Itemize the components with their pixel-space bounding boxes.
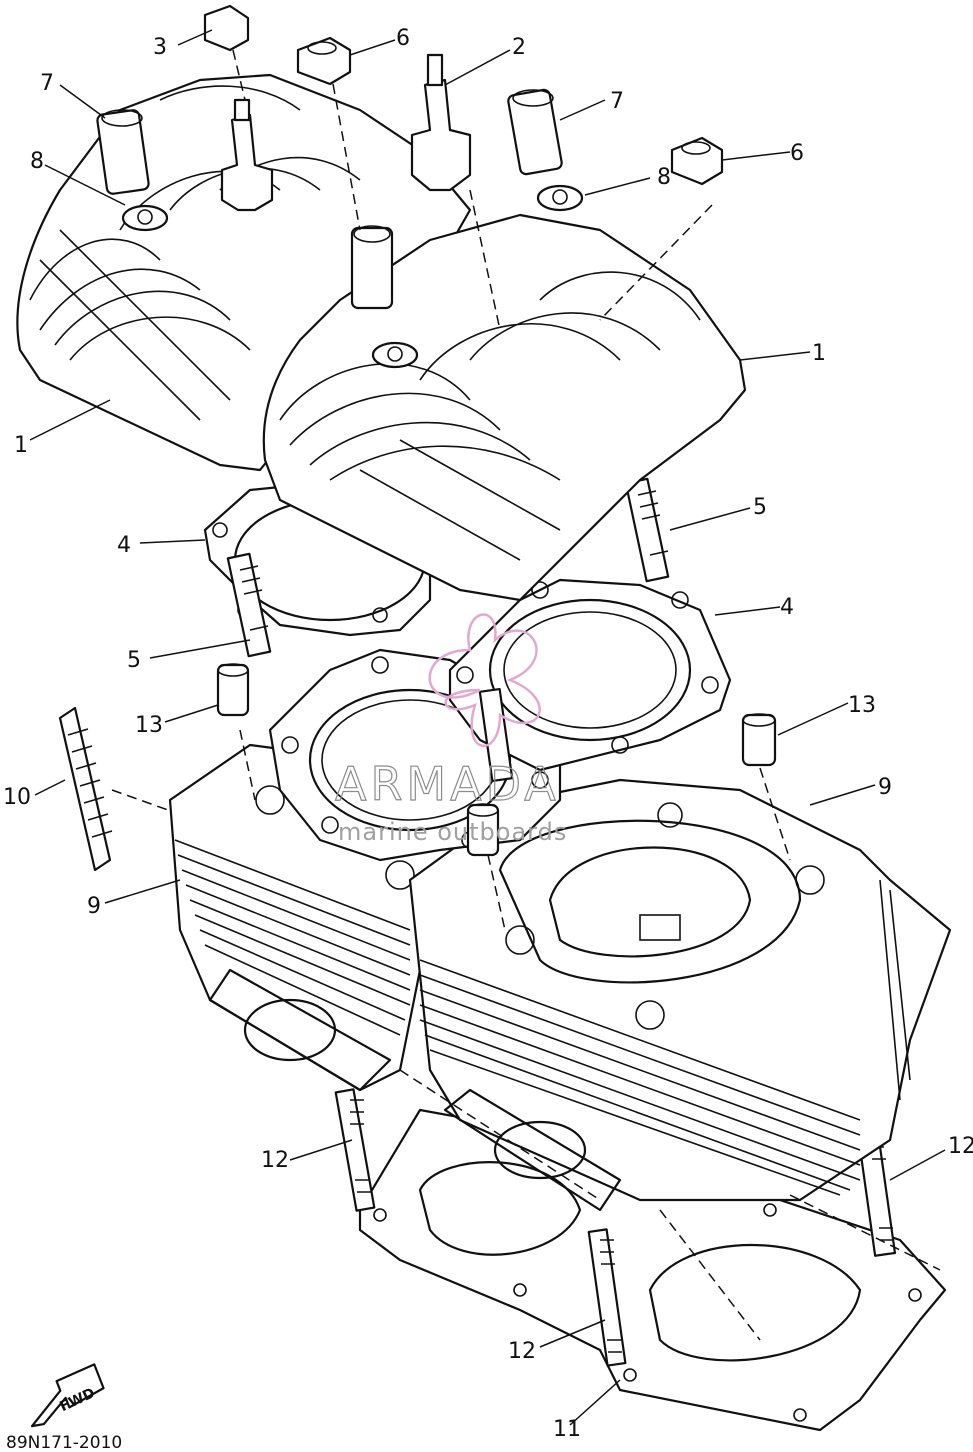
- callout-13-left: 13: [135, 713, 163, 738]
- callout-5-right: 5: [753, 495, 767, 520]
- watermark-tagline: marine outboards: [338, 818, 567, 846]
- callout-5-left: 5: [127, 648, 141, 673]
- callout-6-right: 6: [790, 141, 804, 166]
- callout-7-right: 7: [610, 89, 624, 114]
- callout-10: 10: [3, 785, 31, 810]
- callout-8-right: 8: [657, 165, 671, 190]
- watermark: ARMADA marine outboards: [334, 613, 567, 846]
- callout-7-left: 7: [40, 71, 54, 96]
- callout-2: 2: [512, 35, 526, 60]
- cylinder-bolts: [216, 663, 777, 857]
- callout-9-right: 9: [878, 775, 892, 800]
- callout-11: 11: [553, 1417, 581, 1442]
- diagram-code: 89N171-2010: [6, 1433, 122, 1452]
- fwd-arrow: FWD: [30, 1363, 105, 1428]
- callout-4-left: 4: [117, 533, 131, 558]
- callout-4-right: 4: [780, 595, 794, 620]
- leader-lines: [29, 29, 946, 1426]
- callout-9-left: 9: [87, 894, 101, 919]
- callout-8-left: 8: [30, 149, 44, 174]
- callout-6-top: 6: [396, 26, 410, 51]
- callout-1-left: 1: [14, 433, 28, 458]
- watermark-brand: ARMADA: [335, 757, 560, 811]
- cable-clip: [58, 706, 113, 872]
- assembly-guide-lines: [111, 49, 941, 1341]
- callout-12-left: 12: [261, 1148, 289, 1173]
- callout-13-right: 13: [848, 693, 876, 718]
- callout-12-right: 12: [948, 1134, 973, 1159]
- head-fasteners: [96, 4, 724, 369]
- callout-12-bottom: 12: [508, 1339, 536, 1364]
- cylinder-block-right: [408, 778, 952, 1212]
- callout-numbers: 3 6 2 7 7 8 8 6 1 1 4 5 4 5 13 13 10 9 9…: [3, 26, 973, 1442]
- watermark-logo-icon: [428, 613, 541, 747]
- callout-1-right: 1: [812, 341, 826, 366]
- callout-3: 3: [153, 35, 167, 60]
- spark-plugs: [220, 53, 472, 212]
- cylinder-head-right: [262, 213, 747, 602]
